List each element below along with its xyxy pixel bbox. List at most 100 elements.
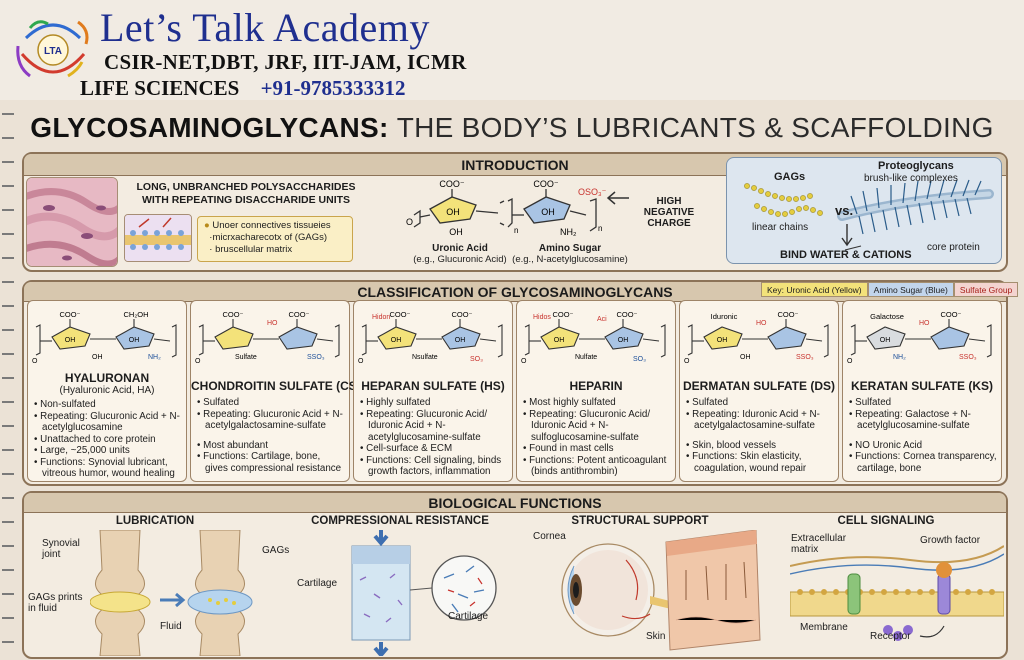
- note-line: ·micrxacharecotx of (GAGs): [209, 232, 327, 243]
- svg-text:OH: OH: [92, 354, 103, 361]
- gag-card-heparan: Hidon COO⁻ COO⁻ OH OH Nsulfate SO₃ O HEP…: [353, 300, 513, 482]
- oh-label: OH: [449, 227, 463, 237]
- card-bullet: • Functions: Potent anticoagulant (binds…: [523, 454, 667, 478]
- gag-card-hyaluronan: COO⁻ CH₂OH OH OH OH NH₂ O HYALURONAN (Hy…: [27, 300, 187, 482]
- card-title: HEPARAN SULFATE (HS): [361, 379, 505, 393]
- svg-text:HO: HO: [267, 320, 278, 327]
- brand-title: Let’s Talk Academy: [100, 5, 430, 50]
- hyaluronan-structure: COO⁻ CH₂OH OH OH OH NH₂ O: [32, 310, 177, 365]
- arrow-down-icon: [841, 224, 853, 247]
- coo-label: COO⁻: [533, 179, 559, 189]
- card-bullet: • Sulfated: [686, 397, 729, 408]
- title-main: GLYCOSAMINOGLYCANS:: [30, 112, 389, 143]
- growth-factor-label: Growth factor: [920, 535, 981, 546]
- card-bullet: • Functions: Cartilage, bone, gives comp…: [197, 451, 342, 474]
- gag-card-keratan: Galactose COO⁻ HO OH NH₂ SSO₃ O KERATAN …: [842, 300, 1002, 482]
- svg-text:OH: OH: [129, 337, 140, 344]
- vs-label: vs.: [835, 203, 854, 218]
- svg-text:COO⁻: COO⁻: [451, 310, 472, 319]
- academy-logo: LTA: [8, 8, 98, 96]
- chondroitin-structure: COO⁻ COO⁻ HO Sulfate SSO₃ O: [195, 310, 340, 365]
- card-bullet: • Repeating: Galactose + N-acetylglucosa…: [849, 408, 971, 432]
- card-bullet: • Most highly sulfated: [523, 397, 616, 408]
- cartilage-left-label: Cartilage: [297, 578, 338, 589]
- svg-text:COO⁻: COO⁻: [389, 310, 410, 319]
- skin-label: Skin: [646, 631, 666, 642]
- card-bullet: • Repeating: Iduronic Acid + N-acetylgal…: [686, 408, 820, 432]
- card-title: KERATAN SULFATE (KS): [851, 379, 993, 393]
- eye-skin-illustration: [561, 530, 761, 651]
- amino-caption: Amino Sugar(e.g., N-acetylglucosamine): [512, 243, 628, 265]
- card-bullet: • NO Uronic Acid: [849, 439, 923, 451]
- signaling-title: CELL SIGNALING: [837, 515, 935, 527]
- nh2-label: NH₂: [560, 227, 577, 237]
- note-line: ● Unoer connectives tissueies: [204, 220, 331, 231]
- gags-label: GAGs: [774, 171, 806, 183]
- oh-label: OH: [446, 207, 460, 217]
- svg-text:Nsulfate: Nsulfate: [412, 354, 438, 361]
- key-sulfate: Sulfate Group: [953, 282, 1019, 297]
- svg-text:O: O: [358, 358, 364, 365]
- phone-number: +91-9785333312: [260, 76, 406, 100]
- svg-text:SO₃: SO₃: [633, 356, 646, 363]
- poster-title: GLYCOSAMINOGLYCANS: THE BODY’S LUBRICANT…: [0, 112, 1024, 144]
- title-rest: THE BODY’S LUBRICANTS & SCAFFOLDING: [396, 112, 994, 143]
- svg-text:COO⁻: COO⁻: [552, 310, 573, 319]
- svg-text:OH: OH: [65, 337, 76, 344]
- fluid-label: Fluid: [160, 621, 182, 632]
- svg-text:Hidon: Hidon: [372, 314, 390, 321]
- color-key: Key: Uronic Acid (Yellow) Amino Sugar (B…: [761, 282, 1019, 297]
- gag-card-dermatan: Iduronic COO⁻ HO OH OH SSO₃ O DERMATAN S…: [679, 300, 839, 482]
- svg-text:HO: HO: [919, 320, 930, 327]
- card-bullet: • Unattached to core protein: [34, 433, 156, 445]
- card-bullet: • Sulfated: [849, 397, 892, 408]
- card-title: HEPARIN: [569, 379, 623, 393]
- svg-text:HO: HO: [756, 320, 767, 327]
- card-bullets: • Highly sulfated • Repeating: Glucuroni…: [360, 397, 508, 478]
- card-bullet: • Large, ~25,000 units: [34, 445, 130, 456]
- gag-card-chondroitin: COO⁻ COO⁻ HO Sulfate SSO₃ O CHONDROITIN …: [190, 300, 361, 482]
- synovial-joint-label: Synovial joint: [42, 538, 80, 560]
- svg-text:Hidos: Hidos: [533, 314, 551, 321]
- notebook-spiral: [2, 113, 14, 643]
- svg-text:COO⁻: COO⁻: [777, 310, 798, 319]
- svg-text:COO⁻: COO⁻: [940, 310, 961, 319]
- svg-text:O: O: [847, 358, 853, 365]
- coo-label: COO⁻: [439, 179, 465, 189]
- svg-text:OH: OH: [391, 337, 402, 344]
- logo-lettering: LTA: [44, 46, 62, 57]
- card-bullets: • Sulfated • Repeating: Glucuronic Acid …: [197, 397, 345, 474]
- svg-text:O: O: [684, 358, 690, 365]
- core-protein-label: core protein: [927, 242, 980, 253]
- membrane-illustration: [124, 214, 192, 262]
- compression-title: COMPRESSIONAL RESISTANCE: [311, 515, 489, 527]
- svg-text:OH: OH: [717, 337, 728, 344]
- tissue-micrograph: [26, 177, 118, 267]
- dermatan-structure: Iduronic COO⁻ HO OH OH SSO₃ O: [684, 310, 829, 365]
- card-bullet: • Skin, blood vessels: [686, 439, 777, 451]
- note-line: · bruscellular matrix: [209, 244, 293, 255]
- card-bullet: • Sulfated: [197, 397, 240, 408]
- svg-text:Iduronic: Iduronic: [711, 312, 738, 321]
- card-bullets: • Non-sulfated • Repeating: Glucuronic A…: [34, 399, 182, 480]
- svg-text:SSO₃: SSO₃: [959, 354, 977, 361]
- svg-text:OH: OH: [740, 354, 751, 361]
- intro-description: LONG, UNBRANCHED POLYSACCHARIDES WITH RE…: [136, 181, 356, 206]
- card-bullet: • Cell-surface & ECM: [360, 443, 453, 454]
- cartilage-illustration: [351, 530, 497, 656]
- lubrication-title: LUBRICATION: [115, 515, 195, 527]
- card-bullet: • Functions: Cornea transparency, cartil…: [849, 451, 997, 474]
- membrane-label: Membrane: [800, 622, 848, 633]
- receptor-label: Receptor: [870, 631, 911, 642]
- card-subtitle: (Hyaluronic Acid, HA): [59, 385, 155, 396]
- exam-list: CSIR-NET,DBT, JRF, IIT-JAM, ICMR: [104, 50, 467, 74]
- cartilage-right-label: Cartilage: [448, 611, 489, 622]
- ecm-label: Extracellular matrix: [791, 533, 847, 555]
- card-bullet: • Repeating: Glucuronic Acid + N-acetylg…: [197, 408, 343, 432]
- card-title: HYALURONAN: [64, 371, 150, 385]
- card-bullet: • Found in mast cells: [523, 443, 614, 454]
- svg-text:SSO₃: SSO₃: [796, 354, 814, 361]
- card-title: DERMATAN SULFATE (DS): [683, 379, 835, 393]
- svg-text:O: O: [521, 358, 527, 365]
- keratan-structure: Galactose COO⁻ HO OH NH₂ SSO₃ O: [847, 310, 992, 365]
